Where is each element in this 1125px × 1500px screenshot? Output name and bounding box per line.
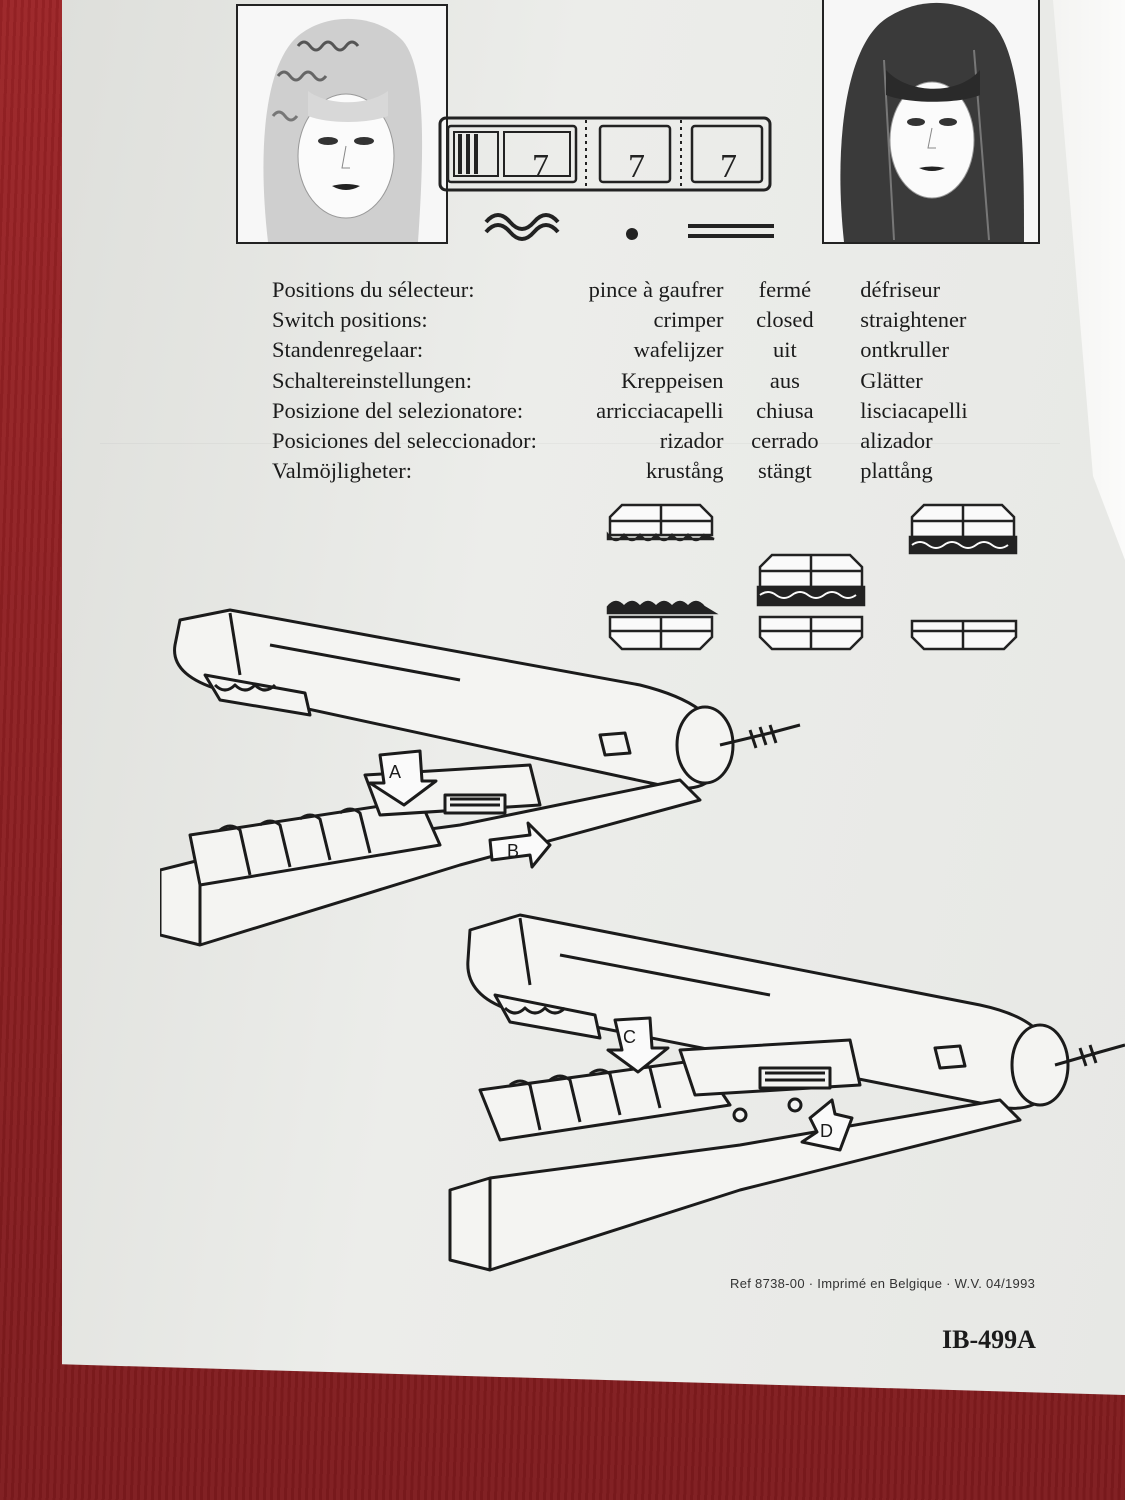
straightener-term: alizador [860,428,933,454]
straightener-term: straightener [860,307,967,333]
callout-a: A [389,762,401,782]
closed-term: stängt [757,458,812,484]
iron-illustration-top: A B [158,605,820,960]
straightener-term: ontkruller [860,337,949,363]
table-row: Schaltereinstellungen: Kreppeisen aus Gl… [272,366,1032,396]
switch-positions-diagram: 7 7 7 [436,110,776,250]
straightener-term: plattång [860,458,933,484]
row-label: Switch positions: [272,307,428,333]
callout-b: B [507,841,519,861]
straightener-term: défriseur [860,277,941,302]
arrow-d-icon [800,1098,854,1152]
switch-positions-table: Positions du sélecteur: pince à gaufrer … [272,275,1032,486]
crimper-term: rizador [659,428,724,454]
crimper-term: krustång [646,458,724,484]
iron-illustration-bottom: C D [440,900,1125,1280]
straightener-term: Glätter [860,367,923,393]
document-code: IB-499A [942,1325,1036,1354]
callout-c: C [623,1027,636,1047]
table-row: Posizione del selezionatore: arricciacap… [272,396,1032,426]
table-row: Positions du sélecteur: pince à gaufrer … [272,275,1032,305]
table-row: Valmöjligheter: krustång stängt plattång [272,456,1032,486]
plate-position-diagrams [600,495,1030,670]
closed-term: uit [772,337,797,363]
closed-term: closed [756,307,814,333]
table-row: Standenregelaar: wafelijzer uit ontkrull… [272,335,1032,365]
arrow-c-icon [606,1016,670,1074]
table-row: Switch positions: crimper closed straigh… [272,305,1032,335]
arrow-a-icon [368,749,438,807]
row-label: Valmöjligheter: [272,458,412,484]
straight-hair-portrait [824,0,1038,242]
crimper-term: wafelijzer [633,337,724,363]
straightener-term: lisciacapelli [860,397,968,423]
crimper-term: Kreppeisen [621,367,724,393]
closed-term: cerrado [751,428,819,454]
row-label: Schaltereinstellungen: [272,367,472,393]
callout-d: D [820,1121,833,1141]
crimped-hair-portrait [238,6,446,242]
crimper-term: crimper [653,307,724,333]
crimper-term: pince à gaufrer [588,277,724,302]
crimper-term: arricciacapelli [596,397,724,423]
arrow-b-icon [488,821,552,869]
row-label: Positions du sélecteur: [272,277,475,302]
row-label: Posiciones del seleccionador: [272,428,537,454]
switch-number-closed: 7 [628,148,645,185]
print-reference: Ref 8738-00 · Imprimé en Belgique · W.V.… [730,1276,1036,1291]
photo-crimped-hair [236,4,448,244]
closed-term: aus [769,367,800,393]
closed-term: chiusa [756,397,814,423]
closed-term: fermé [758,277,812,302]
switch-number-crimper: 7 [532,148,549,185]
row-label: Posizione del selezionatore: [272,397,524,423]
table-row: Posiciones del seleccionador: rizador ce… [272,426,1032,456]
switch-number-straightener: 7 [720,148,737,185]
row-label: Standenregelaar: [272,337,424,363]
photo-straight-hair [822,0,1040,244]
